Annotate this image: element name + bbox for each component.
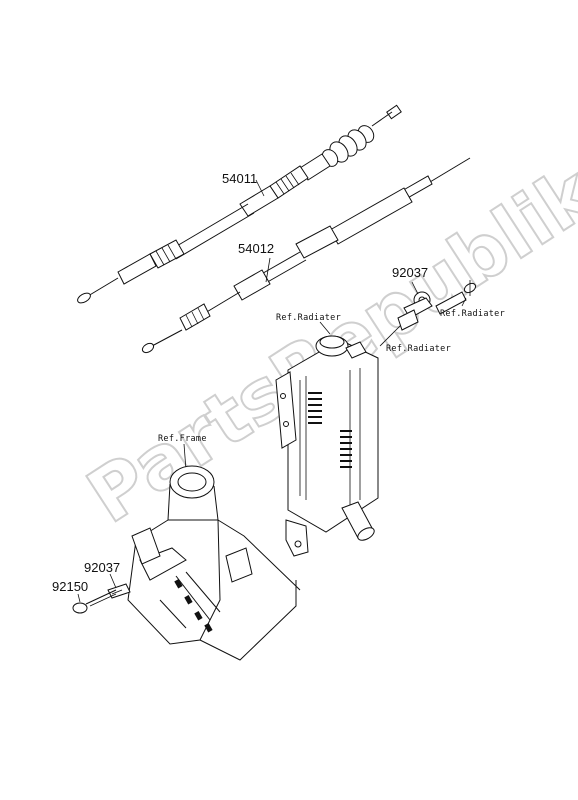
ref-radiator-top-right[interactable]: Ref.Radiater — [440, 309, 505, 319]
clutch-cable-54011[interactable] — [76, 104, 402, 305]
ref-frame[interactable]: Ref.Frame — [158, 434, 207, 444]
frame-reference — [127, 465, 301, 661]
ref-radiator-right[interactable]: Ref.Radiater — [386, 344, 451, 354]
clip-92037-bottom[interactable] — [107, 583, 131, 599]
throttle-cable-54012[interactable] — [141, 157, 471, 354]
part-number-92037-top[interactable]: 92037 — [392, 265, 428, 280]
part-number-54012[interactable]: 54012 — [238, 241, 274, 256]
part-number-92037-bottom[interactable]: 92037 — [84, 560, 120, 575]
ref-radiator-left[interactable]: Ref.Radiater — [276, 313, 341, 323]
part-number-54011[interactable]: 54011 — [222, 171, 257, 186]
radiator-reference — [275, 335, 379, 557]
part-number-92150[interactable]: 92150 — [52, 579, 88, 594]
bolt-92150[interactable] — [72, 589, 117, 614]
clip-92037-top[interactable] — [403, 280, 477, 319]
hose-clamp[interactable] — [397, 309, 419, 331]
